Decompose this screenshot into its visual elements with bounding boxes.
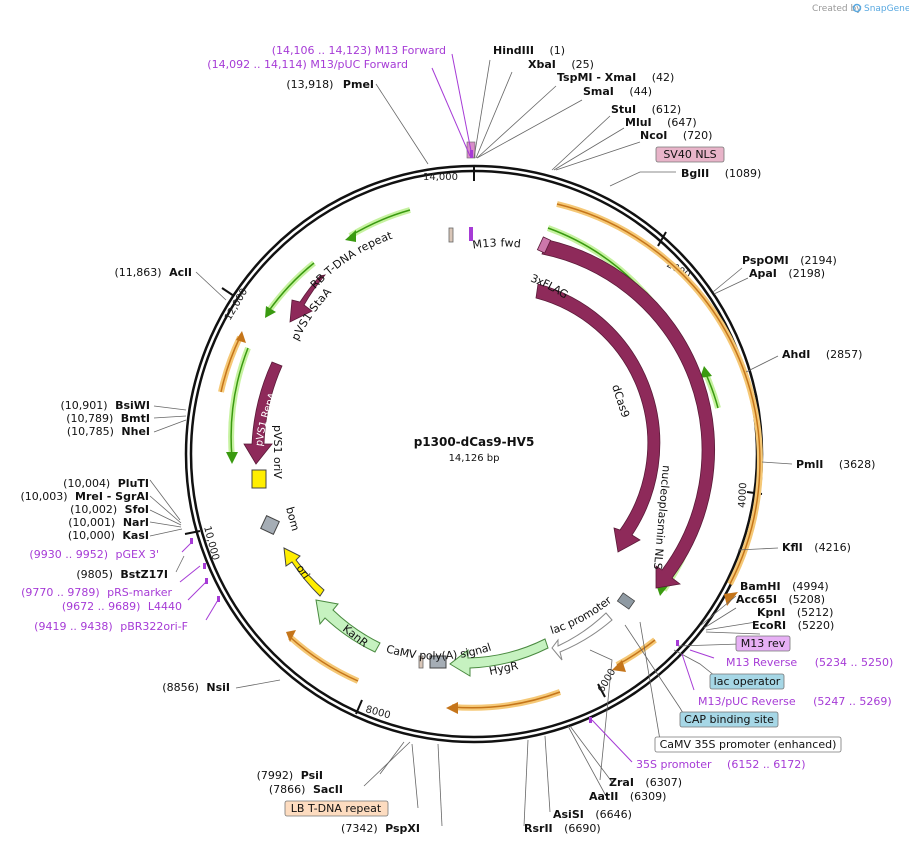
hygr-label: HygR <box>488 659 520 678</box>
site-sfoi: (10,002) SfoI <box>70 503 149 516</box>
site-bmti: (10,789) BmtI <box>66 412 150 425</box>
site-acli: (11,863) AclI <box>115 266 192 279</box>
lac-operator-box <box>709 673 785 690</box>
camv35s-label: CaMV 35S promoter (enhanced) <box>660 738 837 751</box>
lb-tdna-label: LB T-DNA repeat <box>291 802 382 815</box>
site-asisi: AsiSI (6646) <box>553 808 632 821</box>
cap-binding-label: CAP binding site <box>684 713 774 726</box>
lb-tdna-box <box>284 800 389 817</box>
site-bstz17i: (9805) BstZ17I <box>76 568 168 581</box>
staa-arrow <box>289 274 327 323</box>
site-nsii: (8856) NsiI <box>162 681 230 694</box>
camv35s-box <box>654 736 842 753</box>
lac-operator-label: lac operator <box>714 675 781 688</box>
site-m13-forward: (14,106 .. 14,123) M13 Forward <box>272 44 446 57</box>
site-nari: (10,001) NarI <box>68 516 149 529</box>
site-kpni: KpnI (5212) <box>757 606 833 619</box>
site-prs-marker: (9770 .. 9789) pRS-marker <box>21 586 172 599</box>
lac-small-box <box>616 592 636 610</box>
sv40-nls-box <box>655 146 725 163</box>
site-m13-puc-forward: (14,092 .. 14,114) M13/pUC Forward <box>207 58 408 71</box>
tick-label-4000: 4000 <box>737 482 749 508</box>
green-arrowheads <box>226 230 712 596</box>
tick-label-6000: 6000 <box>596 667 618 695</box>
site-smai: SmaI (44) <box>583 85 652 98</box>
site-pspomi: PspOMI (2194) <box>742 254 837 267</box>
primer-lines <box>179 53 715 763</box>
site-mlui: MluI (647) <box>625 116 697 129</box>
m13-rev-box <box>735 635 791 652</box>
site-kasi: (10,000) KasI <box>68 529 149 542</box>
m13fwd-label: M13 fwd <box>472 236 522 251</box>
feature-arrows <box>243 236 716 589</box>
leader-lines <box>149 59 793 827</box>
site-zrai: ZraI (6307) <box>609 776 682 789</box>
site-hindiii: HindIII (1) <box>493 44 565 57</box>
site-rsrii: RsrII (6690) <box>524 822 601 835</box>
primer-markers <box>190 150 679 723</box>
site-apai: ApaI (2198) <box>749 267 825 280</box>
plasmid-size: 14,126 bp <box>449 453 500 464</box>
site-m13-puc-reverse: M13/pUC Reverse (5247 .. 5269) <box>698 695 892 708</box>
site-bsiwi: (10,901) BsiWI <box>60 399 150 412</box>
site-nhei: (10,785) NheI <box>67 425 150 438</box>
resistance-arrows <box>315 599 613 677</box>
site-tspmi-xmai: TspMI - XmaI (42) <box>557 71 674 84</box>
site-ncoi: NcoI (720) <box>640 129 712 142</box>
dcas9-label: dCas9 <box>609 383 632 419</box>
ticks <box>184 166 763 715</box>
site-sacii: (7866) SacII <box>269 783 343 796</box>
cas9-arrow <box>541 239 716 589</box>
site-pmei: (13,918) PmeI <box>286 78 374 91</box>
orf-arrowheads <box>236 331 738 714</box>
credit-prefix: Created by <box>812 4 862 14</box>
site-bamhi: BamHI (4994) <box>740 580 829 593</box>
credit-brand: SnapGene <box>864 4 909 14</box>
site-psii: (7992) PsiI <box>257 769 323 782</box>
pvs1-oriv-label: pVS1 oriV <box>271 425 284 479</box>
site-pspxi: (7342) PspXI <box>341 822 420 835</box>
flag-box <box>536 236 552 254</box>
site-stui: StuI (612) <box>611 103 681 116</box>
site-35s-promoter: 35S promoter (6152 .. 6172) <box>636 758 806 771</box>
site-ahdi: AhdI (2857) <box>782 348 862 361</box>
m13fwd-box <box>469 227 473 241</box>
site-pbr322ori-f: (9419 .. 9438) pBR322ori-F <box>34 620 188 633</box>
site-bglii: BglII (1089) <box>681 167 761 180</box>
bom-box <box>260 515 280 535</box>
site-pluti: (10,004) PluTI <box>63 477 149 490</box>
site-m13-reverse: M13 Reverse (5234 .. 5250) <box>726 656 893 669</box>
dcas9-arrow <box>535 283 661 553</box>
cap-binding-box <box>679 711 779 728</box>
camv-box <box>429 655 447 669</box>
site-l4440: (9672 .. 9689) L4440 <box>62 600 182 613</box>
site-mrei-sgrai: (10,003) MreI - SgrAI <box>20 490 149 503</box>
site-pmli: PmlI (3628) <box>796 458 875 471</box>
bom-label: bom <box>283 505 302 532</box>
snapgene-logo-icon <box>852 3 862 13</box>
rb-box <box>448 227 454 243</box>
site-xbai: XbaI (25) <box>528 58 594 71</box>
site-pgex3: (9930 .. 9952) pGEX 3' <box>29 548 159 561</box>
site-acc65i: Acc65I (5208) <box>736 593 825 606</box>
lb-box <box>418 655 424 669</box>
site-aatii: AatII (6309) <box>589 790 666 803</box>
cas9-label: Cas9 <box>664 358 683 385</box>
site-kfli: KflI (4216) <box>782 541 851 554</box>
m13-rev-label: M13 rev <box>741 637 786 650</box>
repa-arrow <box>243 361 283 465</box>
tick-label-14000: 14,000 <box>423 172 458 183</box>
site-ecori: EcoRI (5220) <box>752 619 834 632</box>
plasmid-name: p1300-dCas9-HV5 <box>414 435 535 449</box>
ori-arrow <box>283 547 325 597</box>
sv40-nls-label: SV40 NLS <box>663 148 716 161</box>
pvs1-oriv-box <box>251 469 267 489</box>
orf-arcs <box>218 201 763 711</box>
